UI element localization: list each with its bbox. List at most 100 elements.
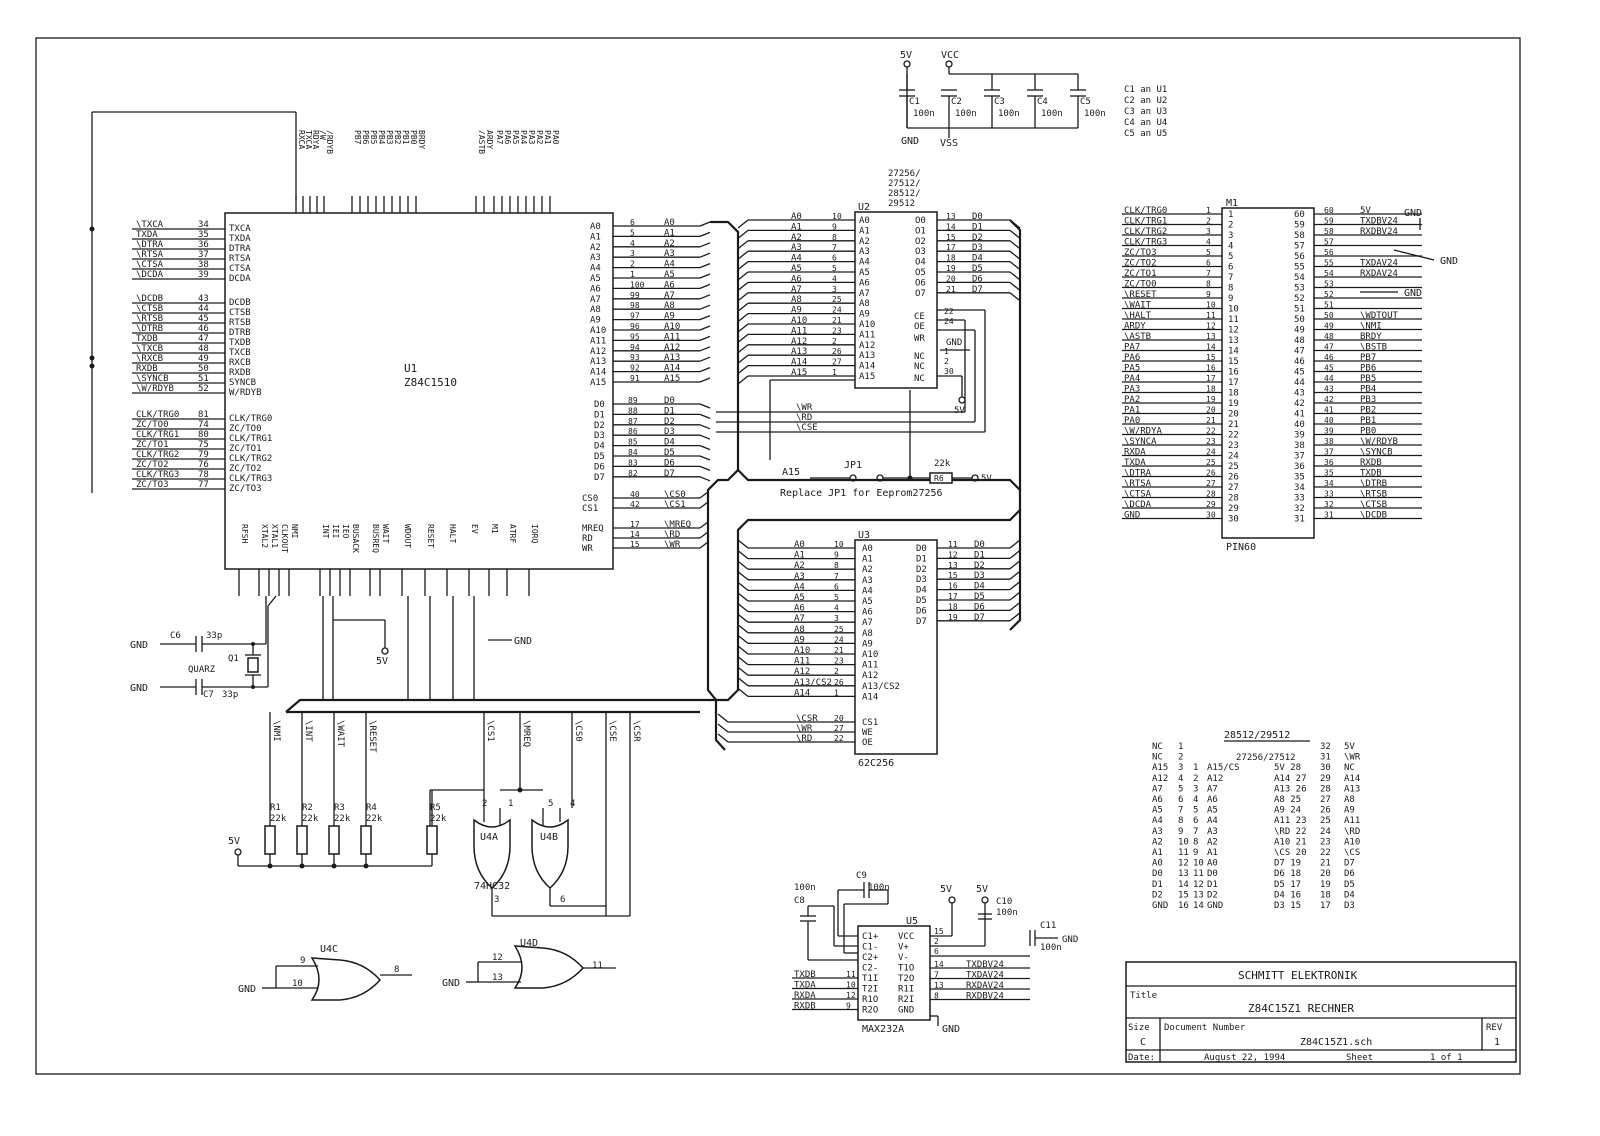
- cap-c5-ref: C5: [1080, 97, 1091, 107]
- u1-ctrl-pin: CS1: [582, 504, 598, 514]
- eeprom-table-cell: 8: [1178, 816, 1183, 826]
- m1-right-net: \DCDB: [1360, 511, 1387, 521]
- u1-left-pin-num: 76: [198, 460, 209, 470]
- u1-left-pin-num: 45: [198, 314, 209, 324]
- u2-addr-num: 3: [832, 285, 837, 294]
- m1-right-num: 46: [1324, 353, 1334, 362]
- u1-addr-num: 95: [630, 332, 640, 341]
- u5-pin-num: 6: [934, 947, 939, 956]
- u1-left-net: CLK/TRG2: [136, 450, 179, 460]
- u5-right-net: RXDBV24: [966, 992, 1004, 1002]
- m1-right-net: \SYNCB: [1360, 448, 1393, 458]
- u3-data-pin: D6: [916, 606, 927, 616]
- m1-right-net: RXDAV24: [1360, 269, 1398, 279]
- u1-bottom-pin: IEI: [331, 524, 340, 539]
- u1-addr-num: 4: [630, 239, 635, 248]
- m1-right-net: BRDY: [1360, 332, 1382, 342]
- u5-right-pin: VCC: [898, 932, 914, 942]
- eeprom-table-cell: 21: [1320, 859, 1331, 869]
- u1-body: [224, 212, 614, 570]
- u1-ctrl-pin: MREQ: [582, 524, 604, 534]
- m1-left-num: 14: [1206, 343, 1216, 352]
- u1-addr-num: 99: [630, 291, 640, 300]
- u1-top-pin: RXCA: [297, 130, 306, 149]
- m1-left-pin: 17: [1228, 378, 1239, 388]
- u1-addr-net: A4: [664, 260, 675, 270]
- m1-right-pin: 49: [1294, 326, 1305, 336]
- c9-ref: C9: [856, 871, 867, 881]
- u2-addr-net: A5: [791, 264, 802, 274]
- m1-left-pin: 7: [1228, 273, 1233, 283]
- cap-c2-value: 100n: [955, 109, 977, 119]
- gate-net: \CS1: [485, 720, 495, 742]
- u3-ctrl-num: 27: [834, 724, 844, 733]
- u5-left-pin: R2O: [862, 1006, 878, 1016]
- m1-right-num: 51: [1324, 301, 1334, 310]
- u2-ctrl-pin: CE: [914, 312, 925, 322]
- u3-addr-pin: A0: [862, 544, 873, 554]
- eeprom-table-cell: A15: [1152, 763, 1168, 773]
- u2-addr-pin: A10: [859, 320, 875, 330]
- u1-bottom-pin: RFSH: [240, 524, 249, 543]
- eeprom-table-cell: 26: [1320, 806, 1331, 816]
- u1-addr-net: A12: [664, 343, 680, 353]
- eeprom-table-cell: 9: [1178, 827, 1183, 837]
- u1-left-net: \DTRA: [136, 240, 164, 250]
- u2-body: [854, 211, 938, 389]
- u1-ctrl-num: 17: [630, 520, 640, 529]
- eeprom-table-cell: 10: [1178, 837, 1189, 847]
- u1-addr-net: A11: [664, 332, 680, 342]
- u4b-ref: U4B: [540, 832, 558, 843]
- u2-addr-pin: A1: [859, 226, 870, 236]
- u5-right-net: TXDAV24: [966, 971, 1004, 981]
- u3-ctrl-pin: CS1: [862, 718, 878, 728]
- u1-top-pin: PA0: [551, 130, 560, 145]
- u4c-pin-9: 9: [300, 956, 305, 966]
- u1-top-pin: PB4: [377, 130, 386, 145]
- u1-addr-pin: A8: [590, 305, 601, 315]
- u1-top-pin: PB6: [361, 130, 370, 145]
- m1-right-pin: 39: [1294, 431, 1305, 441]
- u3-addr-net: A11: [794, 657, 810, 667]
- m1-ref: M1: [1226, 198, 1238, 209]
- u1-left-pin-num: 43: [198, 294, 209, 304]
- m1-left-net: ZC/TO0: [1124, 280, 1157, 290]
- eeprom-table-cell: 4: [1193, 795, 1198, 805]
- eeprom-table-cell: 9: [1193, 848, 1198, 858]
- u1-bottom-pin: EV: [470, 524, 479, 534]
- u5-right-pin: V+: [898, 943, 909, 953]
- u4c-gnd-label: GND: [238, 984, 256, 995]
- eeprom-table-cell: 22: [1320, 848, 1331, 858]
- eeprom-table-cell: D7 19: [1274, 859, 1301, 869]
- eeprom-table-cell: 12: [1178, 859, 1189, 869]
- sheet-value: 1 of 1: [1430, 1053, 1463, 1063]
- m1-left-net: CLK/TRG1: [1124, 217, 1167, 227]
- u3-data-num: 11: [948, 540, 958, 549]
- u1-data-pin: D1: [594, 410, 605, 420]
- eeprom-table-cell: A1: [1152, 848, 1163, 858]
- jp1-note: Replace JP1 for Eeprom27256: [780, 488, 943, 499]
- u5-left-pin: R1O: [862, 995, 878, 1005]
- u1-bottom-pin: CLKOUT: [280, 524, 289, 553]
- eeprom-table-cell: D2: [1152, 890, 1163, 900]
- u1-data-pin: D5: [594, 452, 605, 462]
- u1-5v-label: 5V: [376, 656, 388, 667]
- u2-data-pin: O1: [915, 226, 926, 236]
- eeprom-table-cell: \RD 22: [1274, 827, 1307, 837]
- m1-left-num: 12: [1206, 322, 1216, 331]
- eeprom-table-cell: 6: [1193, 816, 1198, 826]
- eeprom-table-cell: 6: [1178, 795, 1183, 805]
- u2-addr-num: 4: [832, 274, 837, 283]
- eeprom-table-cell: \WR: [1344, 753, 1361, 763]
- eeprom-table-cell: A1: [1207, 848, 1218, 858]
- m1-right-num: 60: [1324, 206, 1334, 215]
- u1-addr-num: 5: [630, 228, 635, 237]
- u1-data-net: D3: [664, 427, 675, 437]
- u3-ctrl-pin: OE: [862, 738, 873, 748]
- u1-top-pin: PB2: [393, 130, 402, 145]
- eeprom-table-cell: D4 16: [1274, 890, 1301, 900]
- m1-left-num: 11: [1206, 311, 1216, 320]
- m1-right-num: 48: [1324, 332, 1334, 341]
- m1-gnd-a: GND: [1404, 208, 1422, 219]
- u1-addr-num: 94: [630, 343, 640, 352]
